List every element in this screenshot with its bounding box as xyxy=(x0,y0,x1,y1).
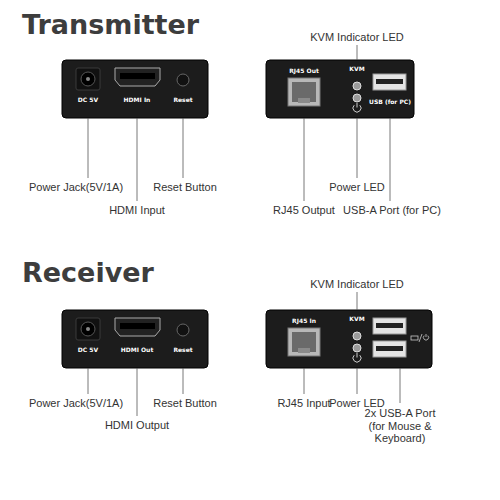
callout-label: RJ45 Input xyxy=(277,397,330,410)
callout-label: Power Jack(5V/1A) xyxy=(29,181,123,194)
callout-label: HDMI Output xyxy=(105,419,169,432)
panel-text: DC 5V xyxy=(78,347,98,354)
panel-text: Reset xyxy=(173,97,192,104)
section-heading: Receiver xyxy=(22,257,154,288)
callout-label: HDMI Input xyxy=(109,204,165,217)
transmitter-ports xyxy=(288,78,361,112)
panel-text: HDMI In xyxy=(124,97,151,104)
receiver-ports xyxy=(288,328,361,362)
callout-label: 2x USB-A Port (for Mouse & Keyboard) xyxy=(358,407,442,445)
transmitter-back xyxy=(266,60,414,118)
mouse-keyboard-icon xyxy=(411,334,429,342)
callout-label: Power LED xyxy=(329,181,385,194)
leader-lines xyxy=(88,45,400,416)
panel-text: HDMI Out xyxy=(121,347,154,354)
panel-text: Reset xyxy=(173,347,192,354)
panel-text: DC 5V xyxy=(78,97,98,104)
section-heading: Transmitter xyxy=(22,9,199,40)
callout-label: RJ45 Output xyxy=(273,204,335,217)
callout-label: Reset Button xyxy=(153,181,217,194)
callout-label: Reset Button xyxy=(153,397,217,410)
callout-label: USB-A Port (for PC) xyxy=(343,204,441,217)
panel-text: RJ45 Out xyxy=(289,68,319,75)
panel-text: KVM xyxy=(349,316,364,323)
panel-text: RJ45 In xyxy=(292,318,316,325)
transmitter-front xyxy=(62,60,208,118)
usb-port xyxy=(373,341,406,357)
callout-label: KVM Indicator LED xyxy=(310,278,404,291)
receiver-back xyxy=(266,310,432,368)
callout-label: Power Jack(5V/1A) xyxy=(29,397,123,410)
receiver-front xyxy=(62,310,208,368)
callout-label: KVM Indicator LED xyxy=(310,31,404,44)
panel-text: USB (for PC) xyxy=(369,99,411,106)
usb-port xyxy=(373,74,406,90)
panel-text: KVM xyxy=(349,66,364,73)
usb-port xyxy=(373,318,406,334)
